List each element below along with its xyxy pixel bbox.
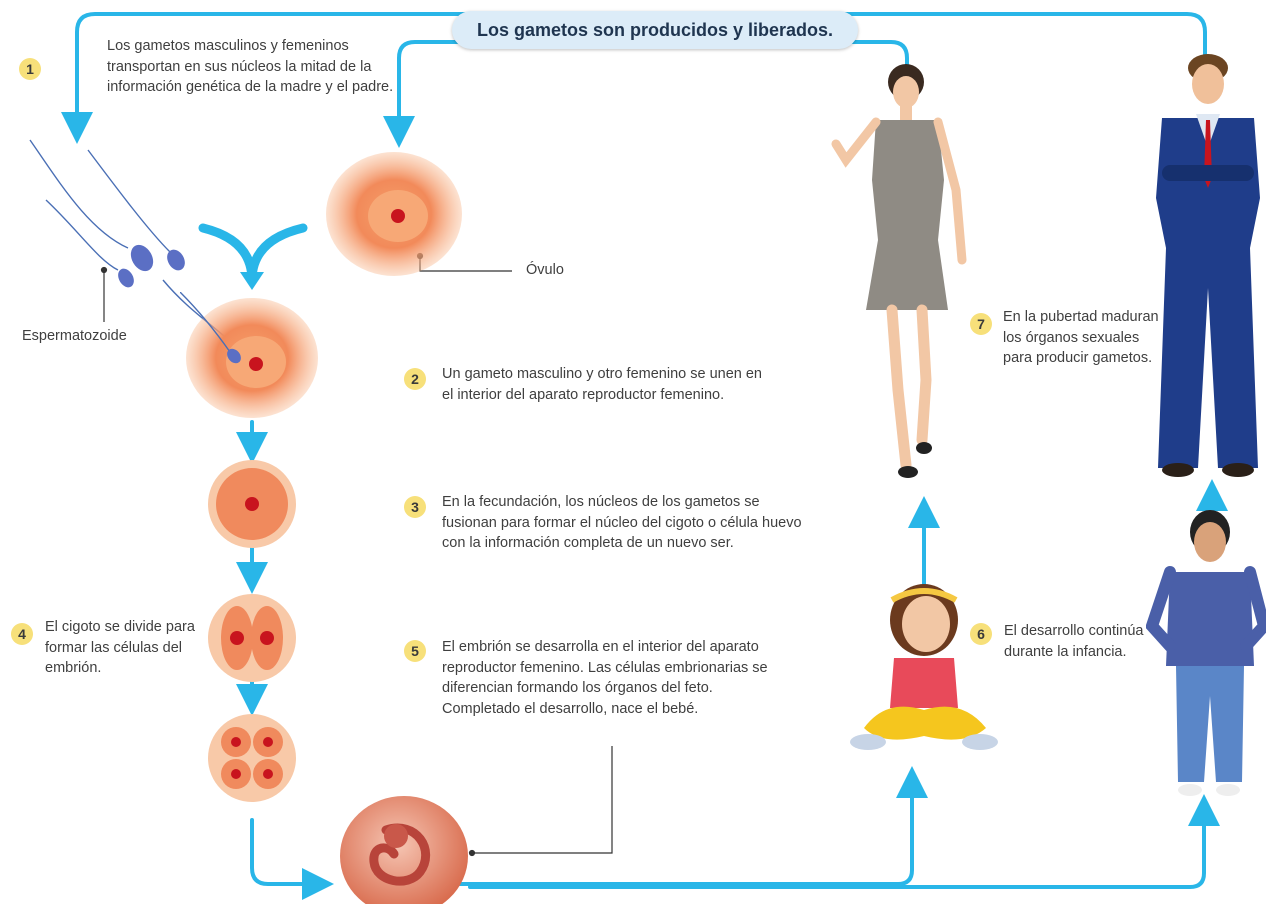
- four-cell-embryo-illustration: [204, 712, 300, 804]
- embryo-illustration: [336, 790, 470, 904]
- woman-illustration: [826, 60, 984, 484]
- step-5-text: El embrión se desarrolla en el interior …: [442, 637, 792, 719]
- man-illustration: [1140, 48, 1268, 488]
- step-7-text: En la pubertad maduran los órganos sexua…: [1003, 307, 1163, 369]
- fertilized-ovum-illustration: [180, 292, 322, 422]
- boy-illustration: [1146, 506, 1266, 802]
- ovum-label: Óvulo: [526, 262, 564, 278]
- two-cell-embryo-illustration: [204, 592, 300, 684]
- step-5-badge: 5: [404, 640, 426, 662]
- step-3-text: En la fecundación, los núcleos de los ga…: [442, 492, 808, 554]
- step-2-text: Un gameto masculino y otro femenino se u…: [442, 364, 762, 405]
- girl-illustration: [846, 578, 1002, 764]
- step-2-badge: 2: [404, 368, 426, 390]
- step-4-text: El cigoto se divide para formar las célu…: [45, 617, 205, 679]
- step-1-text: Los gametos masculinos y femeninos trans…: [107, 36, 397, 98]
- arrow-baby-to-boy: [470, 810, 1204, 887]
- zygote-illustration: [204, 458, 300, 550]
- step-7-badge: 7: [970, 313, 992, 335]
- step-1-badge: 1: [19, 58, 41, 80]
- step-4-badge: 4: [11, 623, 33, 645]
- ovum-illustration: [322, 148, 464, 280]
- arrow-baby-to-girl: [460, 782, 912, 884]
- cycle-title: Los gametos son producidos y liberados.: [452, 11, 858, 49]
- step-6-text: El desarrollo continúa durante la infanc…: [1004, 621, 1144, 662]
- embryo-leader-line: [472, 746, 612, 853]
- step-6-badge: 6: [970, 623, 992, 645]
- step-3-badge: 3: [404, 496, 426, 518]
- arrow-4cell-to-embryo: [252, 820, 318, 884]
- sperm-label: Espermatozoide: [22, 328, 127, 344]
